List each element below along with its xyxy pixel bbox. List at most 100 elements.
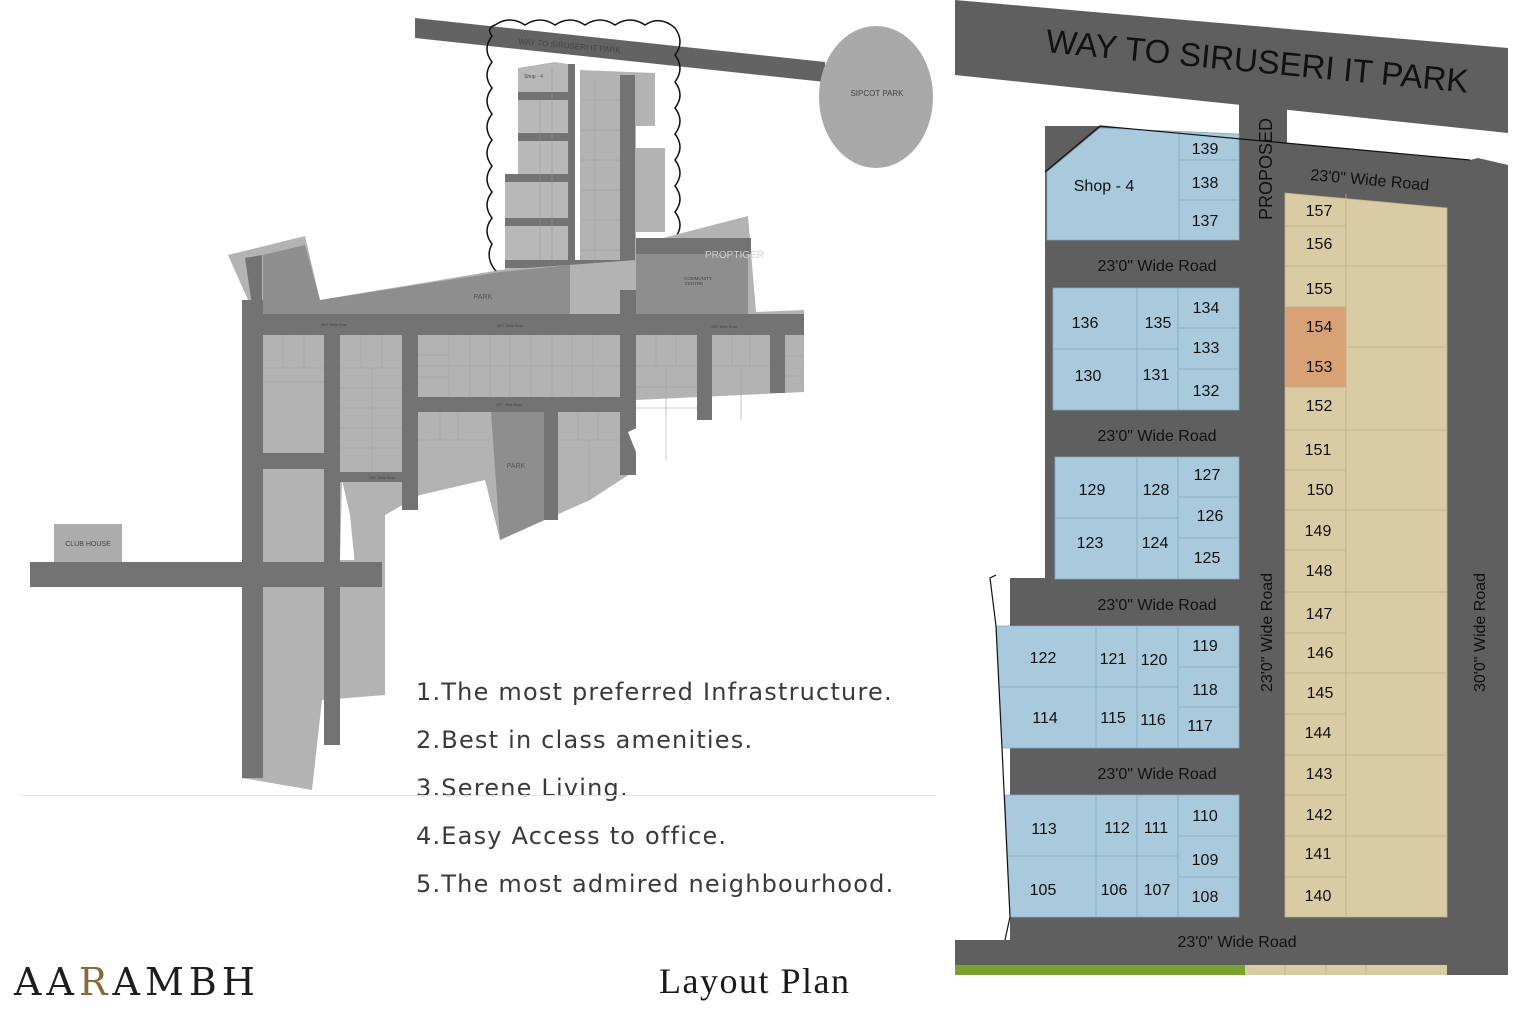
proposed-label: PROPOSED <box>1256 118 1276 220</box>
west-access-road <box>30 562 382 587</box>
plot-number: 157 <box>1306 203 1333 220</box>
plot-number: 133 <box>1193 340 1220 357</box>
plot-number: 143 <box>1306 766 1333 783</box>
plot-number: 144 <box>1305 725 1332 742</box>
plot-number: 140 <box>1305 888 1332 905</box>
community-centre <box>636 254 748 314</box>
plot-number: 121 <box>1100 651 1127 668</box>
road-label: 23'0" Wide Road <box>369 476 395 480</box>
plot-number: 126 <box>1197 508 1224 525</box>
road-label-vertical: 23'0" Wide Road <box>1259 573 1276 692</box>
plot-number: 132 <box>1193 383 1220 400</box>
road-label: 23'0" Wide Road <box>1097 258 1216 275</box>
divider-line <box>20 795 936 796</box>
plot-number: 150 <box>1307 482 1334 499</box>
road-label: 23'0" Wide Road <box>1097 766 1216 783</box>
brand-suffix: AMBH <box>112 960 260 1004</box>
green-strip <box>955 965 1245 975</box>
highlighted-block: Shop - 4 <box>505 62 665 290</box>
plot-number: 125 <box>1194 550 1221 567</box>
booked-plot-153 <box>1285 347 1346 387</box>
road-label: 23'0" Wide Road <box>1097 428 1216 445</box>
shop-label-small: Shop - 4 <box>524 74 543 80</box>
park-label-middle: PARK <box>507 463 526 470</box>
plot-number: 109 <box>1192 852 1219 869</box>
plot-number: 134 <box>1193 300 1220 317</box>
plot-number: 108 <box>1192 889 1219 906</box>
plot-number: 145 <box>1307 685 1334 702</box>
park-middle <box>491 412 544 540</box>
plot-number: 137 <box>1192 213 1219 230</box>
road-label-vertical: 30'0" Wide Road <box>1472 573 1489 692</box>
plot-number: 107 <box>1144 882 1171 899</box>
plot-number: 154 <box>1306 319 1333 336</box>
plot-numbers: Shop - 4 139 138 137 136 135 134 133 130… <box>1030 141 1224 906</box>
plot-number: 106 <box>1101 882 1128 899</box>
plot-number: 156 <box>1306 236 1333 253</box>
road-label: 23'0" Wide Road <box>1177 934 1296 951</box>
features-list: 1.The most preferred Infrastructure. 2.B… <box>416 672 894 912</box>
plot-number: 122 <box>1030 650 1057 667</box>
club-house-label: CLUB HOUSE <box>65 541 111 548</box>
road-label: 40'0" Wide Road <box>711 325 737 329</box>
plot-number: 120 <box>1141 652 1168 669</box>
plot-number: 152 <box>1306 398 1333 415</box>
community-label-2: CENTRE <box>685 281 704 286</box>
feature-item: 2.Best in class amenities. <box>416 726 754 754</box>
park-top <box>263 245 570 314</box>
main-road <box>955 0 1508 133</box>
plot-number: 149 <box>1305 523 1332 540</box>
road-label: 40'0" Wide Road <box>321 323 347 327</box>
plot-number: 136 <box>1072 315 1099 332</box>
park-label-top: PARK <box>474 294 493 301</box>
plot-number: 123 <box>1077 535 1104 552</box>
road-label: 30'0" Wide Road <box>496 403 522 407</box>
plot-number: 128 <box>1143 482 1170 499</box>
plot-number: 138 <box>1192 175 1219 192</box>
boundary-line-top <box>1044 125 1471 173</box>
feature-item: 3.Serene Living. <box>416 774 629 802</box>
plot-number: 131 <box>1143 367 1170 384</box>
feature-item: 4.Easy Access to office. <box>416 822 728 850</box>
boundary-line <box>989 574 1011 941</box>
plot-number: 141 <box>1305 846 1332 863</box>
plot-number: 105 <box>1030 882 1057 899</box>
plot-number: 146 <box>1307 645 1334 662</box>
sipcot-park <box>819 26 933 168</box>
club-house <box>54 524 122 562</box>
plot-number: 118 <box>1192 682 1218 699</box>
detail-site-plan: WAY TO SIRUSERI IT PARK PROPOSED 23'0" W… <box>955 0 1508 975</box>
brand-accent-letter: R <box>78 960 113 1004</box>
plot-number: 111 <box>1144 820 1168 837</box>
page-title: Layout Plan <box>659 961 851 1001</box>
road-label: 23'0" Wide Road <box>1097 597 1216 614</box>
feature-item: 5.The most admired neighbourhood. <box>416 870 895 898</box>
plot-number: 124 <box>1142 535 1169 552</box>
tan-strip <box>1245 965 1447 975</box>
plot-number: 112 <box>1104 820 1130 837</box>
main-road <box>415 18 825 82</box>
tan-plot-numbers: 157 156 155 154 153 152 151 150 149 148 … <box>1305 203 1334 905</box>
plot-number: 114 <box>1032 710 1058 727</box>
plot-number: 127 <box>1194 467 1221 484</box>
brand-prefix: AA <box>14 960 79 1004</box>
plot-number: 151 <box>1305 442 1332 459</box>
plot-number: 117 <box>1187 718 1213 735</box>
plot-number: 147 <box>1306 606 1333 623</box>
plot-number: 139 <box>1192 141 1219 158</box>
plot-number: 153 <box>1306 359 1333 376</box>
plot-number: 130 <box>1075 368 1102 385</box>
road-label: 40'0" Wide Road <box>497 324 523 328</box>
plot-number: 155 <box>1306 281 1333 298</box>
plot-number: 135 <box>1145 315 1172 332</box>
brand-logo: AARAMBH <box>14 960 260 1004</box>
plot-number: 142 <box>1306 807 1333 824</box>
overview-site-plan: WAY TO SIRUSERI IT PARK SIPCOT PARK Shop… <box>30 18 933 790</box>
plot-number: 119 <box>1192 638 1218 655</box>
plot-number: 110 <box>1192 808 1218 825</box>
feature-item: 1.The most preferred Infrastructure. <box>416 678 893 706</box>
plot-number: 113 <box>1031 821 1057 838</box>
plot-number: 148 <box>1306 563 1333 580</box>
plot-number: 115 <box>1100 710 1126 727</box>
booked-plot-154 <box>1285 307 1346 347</box>
